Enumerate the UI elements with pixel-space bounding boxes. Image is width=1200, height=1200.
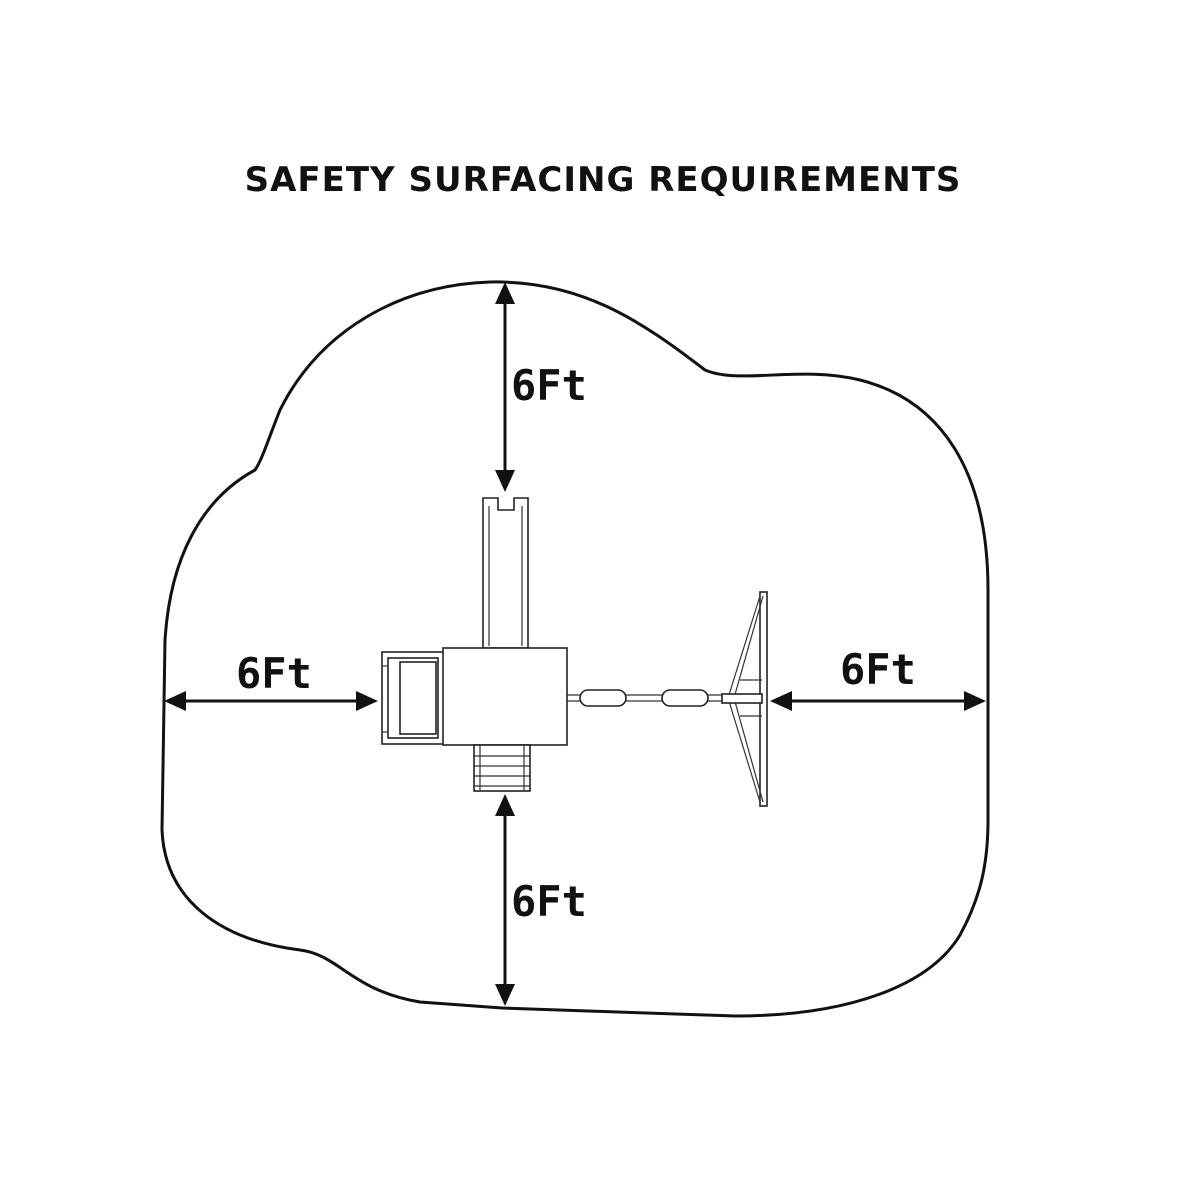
swing-seat-2 xyxy=(661,689,709,707)
slide xyxy=(482,497,529,649)
swing-beam xyxy=(567,689,740,707)
play-deck xyxy=(442,647,568,746)
right-dimension-arrow xyxy=(770,691,986,711)
swing-seat-1 xyxy=(579,689,627,707)
ladder xyxy=(473,744,531,792)
top-dimension-arrow xyxy=(495,282,515,492)
left-clearance-label: 6Ft xyxy=(236,649,312,698)
bottom-clearance-label: 6Ft xyxy=(511,877,587,926)
right-clearance-label: 6Ft xyxy=(840,645,916,694)
safety-zone-boundary xyxy=(160,280,990,1018)
bottom-dimension-arrow xyxy=(495,794,515,1006)
top-clearance-label: 6Ft xyxy=(511,361,587,410)
page-title: SAFETY SURFACING REQUIREMENTS xyxy=(244,160,962,200)
left-dimension-arrow xyxy=(164,691,378,711)
side-panel xyxy=(381,651,445,745)
a-frame xyxy=(721,591,768,807)
